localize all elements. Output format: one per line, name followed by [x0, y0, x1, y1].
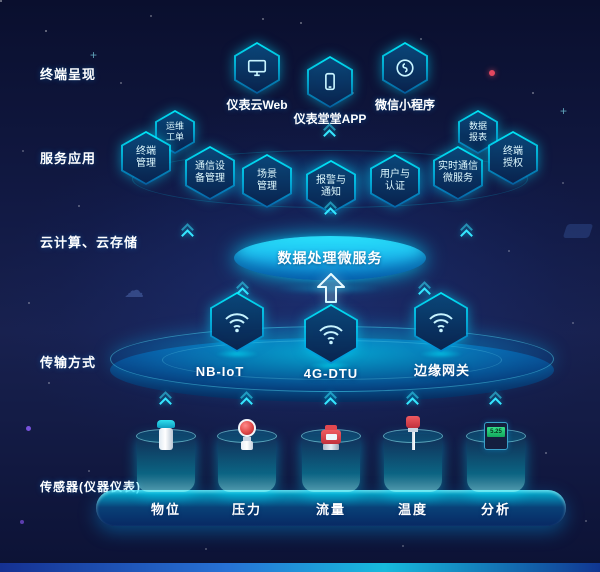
level-sensor-device [157, 420, 175, 450]
up-chevrons [324, 201, 337, 220]
wifi-icon [225, 313, 249, 333]
app-hexagon-web [234, 42, 280, 94]
sensor-label-level: 物位 [150, 502, 181, 517]
badge-label: 报警与 通知 [316, 174, 346, 199]
up-chevrons [323, 123, 336, 142]
sensor-unit-temperature [380, 404, 446, 492]
miniprogram-icon [396, 59, 414, 77]
badge-label: 数据 报表 [468, 120, 487, 142]
sensor-label-temperature: 温度 [397, 502, 428, 517]
sensor-label-analysis: 分析 [480, 502, 511, 517]
wifi-icon [429, 313, 453, 333]
app-hexagon-miniprogram [382, 42, 428, 94]
app-label-web: 仪表云Web [226, 98, 288, 112]
big-up-arrow-icon [317, 273, 345, 303]
badge-label: 通信设 备管理 [195, 160, 225, 185]
transport-label-nbiot: NB-IoT [195, 364, 245, 379]
cloud-data-service-disk: 数据处理微服务 [234, 236, 426, 280]
service-badge-user-auth: 用户与 认证 [370, 154, 420, 208]
bottom-gradient-bar [0, 563, 600, 572]
cloud-disk-reflection [252, 283, 408, 295]
temperature-sensor-device [405, 416, 421, 450]
sensor-unit-pressure [214, 404, 280, 492]
hex-under-glow [301, 360, 361, 372]
cloud-decoration-icon: ☁ [124, 280, 144, 302]
sensor-unit-level [133, 404, 199, 492]
app-label-miniprogram: 微信小程序 [374, 98, 435, 112]
sensor-base-platform [96, 490, 566, 526]
service-badge-scene-mgmt: 场景 管理 [242, 154, 292, 208]
wifi-icon [319, 325, 343, 345]
transport-label-edge-gateway: 边缘网关 [413, 363, 470, 378]
layer-label-cloud: 云计算、云存储 [40, 235, 139, 250]
badge-label: 运维 工单 [165, 120, 184, 142]
hex-under-glow [411, 348, 471, 360]
up-chevrons [460, 223, 473, 242]
badge-label: 场景 管理 [257, 168, 277, 193]
stars-decoration [0, 0, 2, 2]
analyzer-screen: 5.25 [487, 427, 505, 437]
service-badge-realtime-comm: 实时通信 微服务 [433, 146, 483, 200]
service-badge-alarm-notify: 报警与 通知 [306, 160, 356, 214]
badge-label: 终端 管理 [136, 145, 156, 170]
slab-decoration [562, 224, 594, 238]
transport-hexagon-4gdtu [304, 304, 358, 364]
sparkle-decoration: + [90, 48, 98, 62]
badge-label: 用户与 认证 [380, 168, 410, 193]
purple-dot-decoration [20, 520, 24, 524]
transport-hexagon-edge-gateway [414, 292, 468, 352]
up-chevrons [181, 223, 194, 242]
app-hexagon-mobile [307, 56, 353, 108]
sensor-unit-flow [298, 404, 364, 492]
app-label-mobile: 仪表堂堂APP [293, 112, 367, 126]
hex-under-glow [207, 348, 267, 360]
sensor-label-pressure: 压力 [231, 502, 262, 517]
analyzer-device: 5.25 [484, 422, 508, 450]
transport-hexagon-nbiot [210, 292, 264, 352]
mobile-app-icon [325, 72, 335, 91]
pedestal-glow [301, 429, 361, 492]
red-dot-decoration [489, 70, 495, 76]
cloud-core-label: 数据处理微服务 [277, 250, 383, 266]
flow-meter-device [320, 425, 342, 450]
pressure-transmitter-device [237, 419, 257, 450]
pedestal-glow [217, 429, 277, 492]
sensor-label-flow: 流量 [315, 502, 346, 517]
layer-label-terminal: 终端呈现 [40, 67, 97, 82]
badge-label: 实时通信 微服务 [438, 160, 478, 185]
layer-label-transport: 传输方式 [40, 355, 97, 370]
web-monitor-icon [247, 59, 267, 77]
sparkle-decoration: + [560, 104, 568, 118]
service-badge-terminal-mgmt: 终端 管理 [121, 131, 171, 185]
service-badge-terminal-license: 终端 授权 [488, 131, 538, 185]
sensor-unit-analyzer: 5.25 [463, 404, 529, 492]
transport-label-4gdtu: 4G-DTU [303, 366, 359, 381]
badge-label: 终端 授权 [503, 145, 523, 170]
service-badge-comm-device-mgmt: 通信设 备管理 [185, 146, 235, 200]
purple-dot-decoration [26, 426, 31, 431]
layer-label-service: 服务应用 [40, 151, 97, 166]
